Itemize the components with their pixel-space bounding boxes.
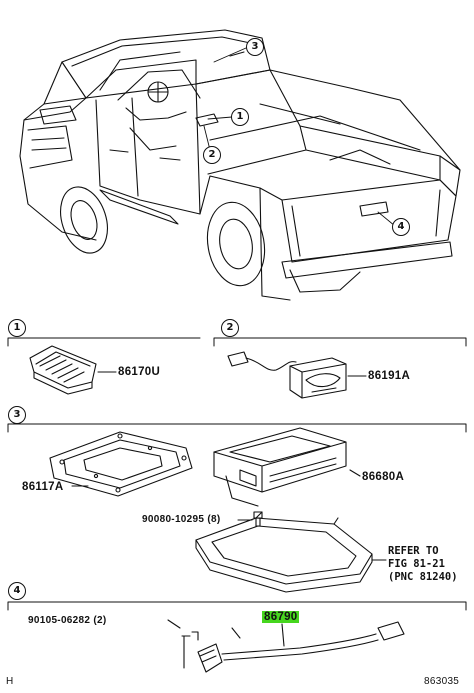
section-4-badge: 4	[8, 582, 26, 600]
callout-2-number: 2	[208, 149, 216, 160]
mounting-bracket-drawing	[49, 431, 193, 497]
receiver-module-drawing	[227, 351, 367, 399]
part-label-86117a: 86117A	[22, 481, 64, 493]
remote-control-drawing	[29, 345, 117, 395]
part-label-86191a: 86191A	[368, 370, 411, 382]
section-frames	[7, 337, 467, 611]
section-2-number: 2	[226, 322, 234, 333]
display-unit-drawing	[213, 427, 361, 507]
section-2-badge: 2	[221, 319, 239, 337]
part-label-86680a: 86680A	[362, 471, 405, 483]
wire-harness-drawing	[167, 619, 405, 673]
section-1-number: 1	[13, 322, 21, 333]
callout-leaders	[203, 47, 396, 227]
footer-left-code: H	[6, 676, 14, 687]
footer-diagram-number: 863035	[424, 676, 460, 687]
pickup-truck-illustration	[19, 29, 461, 301]
callout-3-number: 3	[251, 41, 259, 52]
part-label-86170u: 86170U	[118, 366, 161, 378]
refer-to-note: REFER TO FIG 81-21 (PNC 81240)	[388, 545, 458, 584]
refer-line-2: FIG 81-21	[388, 558, 445, 570]
refer-line-3: (PNC 81240)	[388, 571, 458, 583]
section-3-badge: 3	[8, 406, 26, 424]
screw-drawing	[237, 511, 263, 527]
section-1-badge: 1	[8, 319, 26, 337]
callout-1-number: 1	[236, 111, 244, 122]
section-4-number: 4	[13, 585, 21, 596]
refer-line-1: REFER TO	[388, 545, 439, 557]
console-frame-drawing	[195, 511, 387, 593]
callout-2: 2	[203, 146, 221, 164]
callout-4-number: 4	[397, 221, 405, 232]
callout-1: 1	[231, 108, 249, 126]
callout-4: 4	[392, 218, 410, 236]
section-3-number: 3	[13, 409, 21, 420]
callout-3: 3	[246, 38, 264, 56]
part-label-90080-10295: 90080-10295 (8)	[142, 514, 221, 525]
part-label-86790-highlighted: 86790	[262, 611, 300, 623]
part-label-90105-06282: 90105-06282 (2)	[28, 615, 107, 626]
